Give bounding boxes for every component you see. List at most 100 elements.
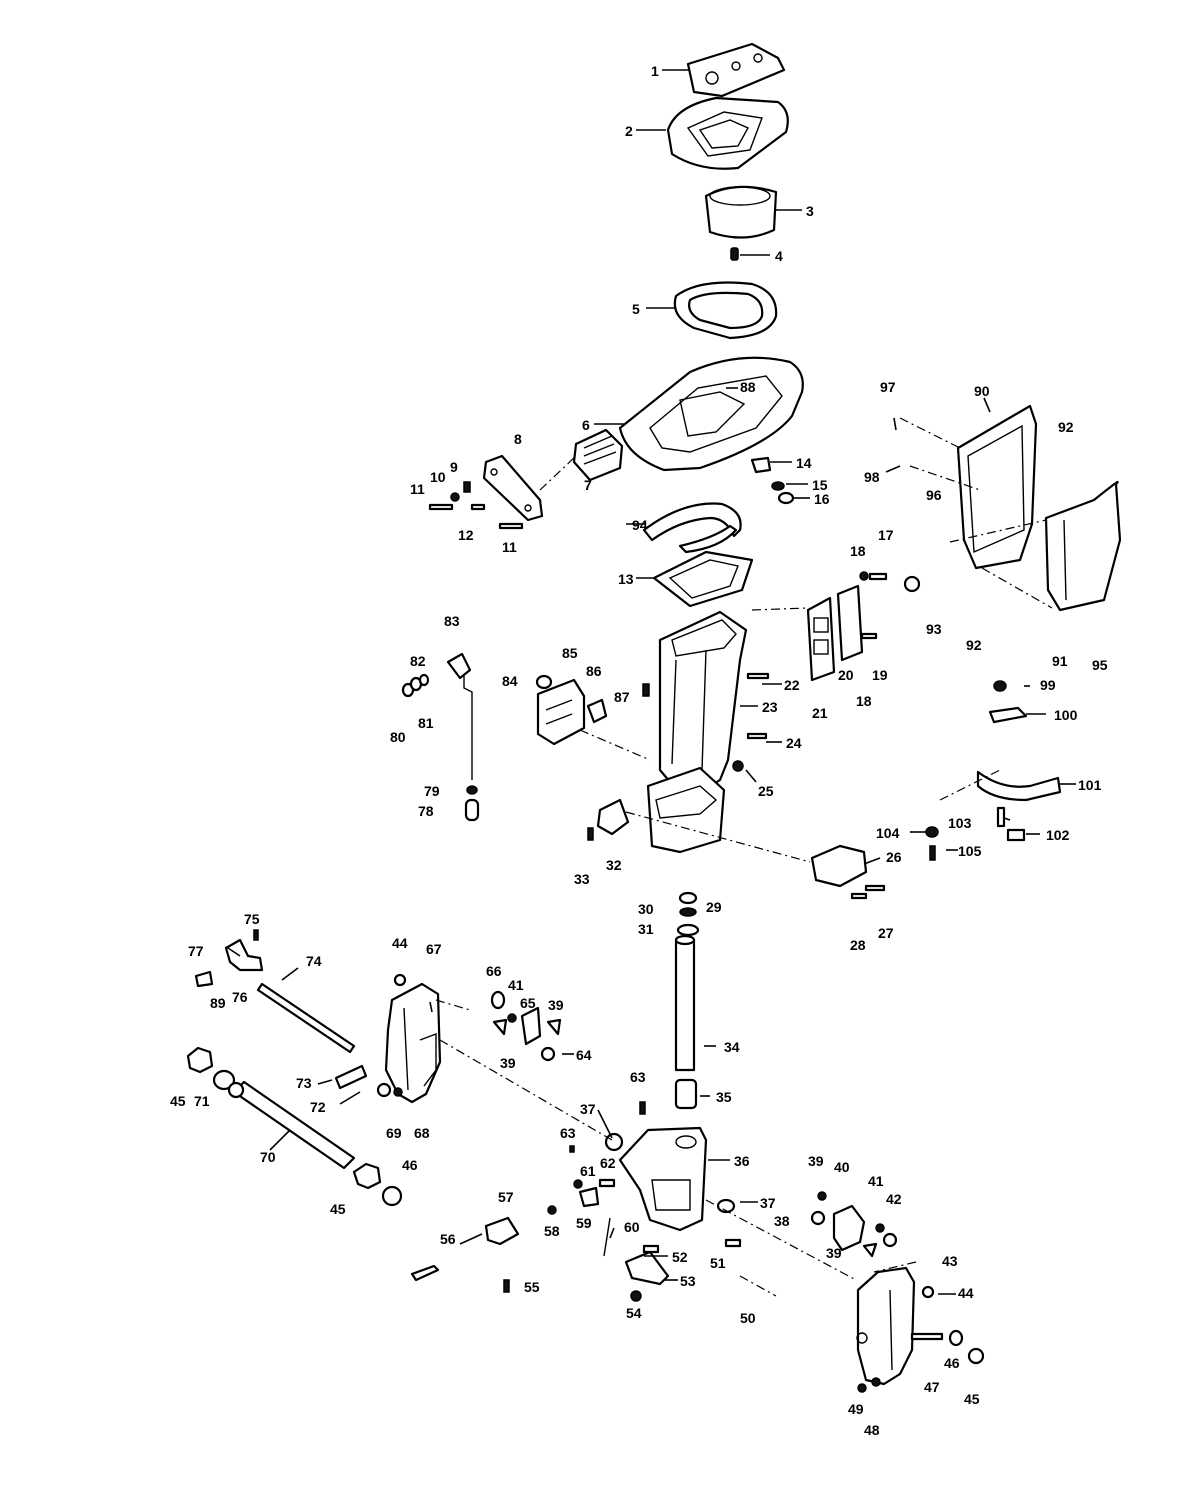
callout-label: 10 [430,469,446,485]
part-50-pin [739,1275,777,1297]
part-91-side-cover [1044,480,1122,612]
callout-label: 19 [872,667,888,683]
callout-label: 61 [580,1163,596,1179]
callout-label: 62 [600,1155,616,1171]
callout-label: 13 [618,571,634,587]
callout-label: 42 [886,1191,902,1207]
callout-label: 2 [625,123,633,139]
callout-label: 12 [458,527,474,543]
part-74-rod [256,982,356,1054]
callout-label: 66 [486,963,502,979]
part-2-mount-plate [666,96,789,170]
callout-label: 46 [402,1157,418,1173]
callout-label: 105 [958,843,982,859]
callout-label: 70 [260,1149,276,1165]
callout-label: 86 [586,663,602,679]
callout-label: 41 [868,1173,884,1189]
callout-label: 9 [450,459,458,475]
callout-label: 51 [710,1255,726,1271]
callout-label: 11 [410,481,425,497]
part-67-clamp-bracket [384,982,442,1104]
callout-label: 52 [672,1249,688,1265]
callout-label: 49 [848,1401,864,1417]
part-70-tube [232,1080,356,1170]
small-hardware-45-46-71-89 [186,1046,403,1207]
callout-label: 31 [638,921,654,937]
callout-label: 99 [1040,677,1056,693]
callout-label: 3 [806,203,814,219]
callout-label: 91 [1052,653,1068,669]
callout-label: 74 [306,953,322,969]
callout-label: 45 [330,1201,346,1217]
callout-labels: 1 2 3 4 5 6 7 8 9 10 11 11 12 13 14 15 1… [170,63,1108,1438]
callout-label: 71 [194,1093,210,1109]
callout-label: 39 [548,997,564,1013]
callout-label: 38 [774,1213,790,1229]
part-34-shaft [674,934,696,1072]
part-13-gasket [652,550,754,608]
part-3-cup [704,185,778,239]
callout-label: 81 [418,715,434,731]
callout-label: 50 [740,1310,756,1326]
part-94-hose [642,502,742,554]
small-hardware-37-63 [547,1101,736,1215]
callout-label: 56 [440,1231,456,1247]
callout-label: 25 [758,783,774,799]
callout-label: 104 [876,825,900,841]
part-7-rubber-mount [572,428,624,482]
part-8-bracket [482,454,544,522]
callout-label: 1 [651,63,659,79]
callout-label: 41 [508,977,524,993]
small-hardware-51-54 [630,1238,742,1302]
part-36-swivel-bracket [618,1126,708,1232]
callout-label: 69 [386,1125,402,1141]
callout-label: 29 [706,899,722,915]
callout-label: 18 [850,543,866,559]
callout-label: 34 [724,1039,740,1055]
callout-label: 17 [878,527,894,543]
callout-label: 87 [614,689,630,705]
small-hardware-84-87 [535,674,650,724]
callout-label: 68 [414,1125,430,1141]
callout-label: 92 [966,637,982,653]
callout-label: 84 [502,673,518,689]
part-60-wire [603,1217,611,1257]
callout-label: 98 [864,469,880,485]
callout-label: 37 [580,1101,596,1117]
callout-label: 93 [926,621,942,637]
callout-label: 39 [500,1055,516,1071]
part-56-key [410,1264,440,1282]
callout-label: 18 [856,693,872,709]
part-101-arm [976,770,1062,802]
leader-lines [227,69,1076,1295]
callout-label: 39 [826,1245,842,1261]
callout-label: 72 [310,1099,326,1115]
callout-label: 7 [584,477,592,493]
part-22-24-bolts [732,672,770,772]
callout-label: 59 [576,1215,592,1231]
callout-label: 35 [716,1089,732,1105]
callout-label: 64 [576,1047,592,1063]
callout-label: 5 [632,301,640,317]
callout-label: 26 [886,849,902,865]
callout-label: 63 [630,1069,646,1085]
callout-label: 89 [210,995,226,1011]
callout-label: 100 [1054,707,1078,723]
callout-label: 83 [444,613,460,629]
callout-label: 27 [878,925,894,941]
callout-label: 24 [786,735,802,751]
callout-label: 90 [974,383,990,399]
callout-label: 75 [244,911,260,927]
callout-label: 60 [624,1219,640,1235]
callout-label: 73 [296,1075,312,1091]
callout-label: 32 [606,857,622,873]
callout-label: 36 [734,1153,750,1169]
part-40-lever [832,1204,866,1252]
callout-label: 45 [170,1093,186,1109]
callout-label: 21 [812,705,828,721]
callout-label: 82 [410,653,426,669]
callout-label: 57 [498,1189,514,1205]
callout-label: 8 [514,431,522,447]
callout-label: 94 [632,517,648,533]
